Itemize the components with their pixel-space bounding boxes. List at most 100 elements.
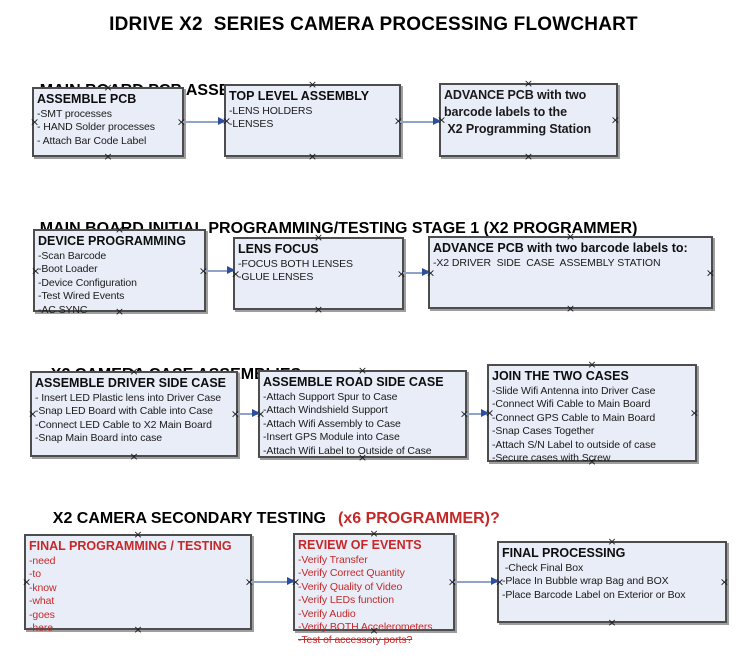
box-line: -Device Configuration: [38, 276, 137, 289]
box-line: -Attach Windshield Support: [263, 404, 388, 417]
box-line: -Verify Correct Quantity: [298, 567, 405, 580]
connection-handle-bottom-icon: ×: [307, 150, 318, 163]
box-line: -Secure cases with Screw: [492, 452, 611, 465]
box-line: -know: [29, 581, 57, 594]
box-lines: - Insert LED Plastic lens into Driver Ca…: [35, 392, 234, 446]
box-line: -here: [29, 622, 54, 635]
box-line: -Check Final Box: [502, 562, 584, 574]
arrowhead-icon: [433, 117, 441, 126]
section-heading-secondary-testing: X2 CAMERA SECONDARY TESTING (x6 PROGRAMME…: [35, 489, 500, 549]
box-line: -need: [29, 555, 56, 567]
box-title: TOP LEVEL ASSEMBLY: [229, 89, 370, 103]
box-lines: -LENS HOLDERS-LENSES: [229, 105, 397, 132]
flow-arrow: [466, 409, 489, 418]
box-line: -Test of accessory ports?: [298, 634, 413, 647]
box-line: -Attach Support Spur to Case: [263, 391, 398, 403]
box-line: -Insert GPS Module into Case: [263, 431, 400, 444]
box-title: FINAL PROGRAMMING / TESTING: [29, 539, 232, 553]
box-line: barcode labels to the: [444, 105, 567, 119]
connection-handle-bottom-icon: ×: [565, 302, 576, 315]
box-line: ADVANCE PCB with two: [444, 88, 587, 102]
box-line: -Attach S/N Label to outside of case: [492, 438, 656, 451]
box-lines: -Attach Support Spur to Case-Attach Wind…: [263, 391, 463, 458]
flow-arrow: [183, 117, 226, 126]
flow-box-device-programming: DEVICE PROGRAMMING -Scan Barcode-Boot Lo…: [31, 224, 208, 317]
box-line: -Connect LED Cable to X2 Main Board: [35, 418, 212, 431]
box-line: -Verify BOTH Accelerometers: [298, 621, 433, 634]
box-title: JOIN THE TWO CASES: [492, 369, 629, 383]
box-title: ASSEMBLE PCB: [37, 92, 137, 106]
flow-box-final-programming-testing: FINAL PROGRAMMING / TESTING -need-to-kno…: [22, 529, 254, 635]
box-lines: -SMT processes- HAND Solder processes- A…: [37, 108, 180, 148]
box-line: -Snap Cases Together: [492, 425, 595, 438]
flow-box-assemble-driver-side-case: ASSEMBLE DRIVER SIDE CASE - Insert LED P…: [28, 366, 240, 462]
box-line: -FOCUS BOTH LENSES: [238, 258, 353, 270]
box-line: -SMT processes: [37, 108, 112, 120]
box-line: -Verify Transfer: [298, 554, 368, 566]
box-line: -LENSES: [229, 118, 274, 131]
flow-arrow: [403, 268, 430, 277]
box-line: X2 Programming Station: [444, 122, 592, 136]
section-heading-red-text: (x6 PROGRAMMER)?: [338, 510, 500, 527]
connection-handle-bottom-icon: ×: [523, 150, 534, 163]
box-line: -Slide Wifi Antenna into Driver Case: [492, 385, 656, 397]
box-lines: -X2 DRIVER SIDE CASE ASSEMBLY STATION: [433, 257, 709, 270]
box-line: - Insert LED Plastic lens into Driver Ca…: [35, 392, 222, 404]
arrowhead-icon: [218, 117, 226, 126]
box-line: -Connect GPS Cable to Main Board: [492, 411, 656, 424]
box-line: -Test Wired Events: [38, 290, 125, 303]
box-title: ASSEMBLE DRIVER SIDE CASE: [35, 376, 227, 390]
box-lines: ADVANCE PCB with two barcode labels to th…: [444, 87, 614, 138]
box-line: - Attach Bar Code Label: [37, 134, 147, 147]
box-line: -LENS HOLDERS: [229, 105, 313, 117]
box-title: FINAL PROCESSING: [502, 546, 626, 560]
flow-arrow: [454, 577, 499, 586]
connection-handle-bottom-icon: ×: [607, 616, 617, 629]
box-lines: -FOCUS BOTH LENSES-GLUE LENSES: [238, 258, 400, 285]
section-heading-text: X2 CAMERA SECONDARY TESTING: [52, 510, 326, 527]
box-line: -to: [29, 568, 41, 581]
box-lines: -Check Final Box-Place In Bubble wrap Ba…: [502, 562, 723, 602]
box-line: -Verify Quality of Video: [298, 580, 403, 593]
box-lines: -Slide Wifi Antenna into Driver Case-Con…: [492, 385, 693, 465]
flow-box-assemble-pcb: ASSEMBLE PCB -SMT processes- HAND Solder…: [30, 82, 186, 162]
flow-box-lens-focus: LENS FOCUS -FOCUS BOTH LENSES-GLUE LENSE…: [231, 232, 406, 315]
box-line: -X2 DRIVER SIDE CASE ASSEMBLY STATION: [433, 257, 661, 269]
arrowhead-icon: [227, 266, 235, 275]
flow-box-review-of-events: REVIEW OF EVENTS -Verify Transfer-Verify…: [291, 528, 457, 646]
box-line: -Boot Loader: [38, 263, 98, 276]
connection-handle-bottom-icon: ×: [129, 450, 139, 463]
box-line: -Attach Wifi Assembly to Case: [263, 417, 401, 430]
flow-box-advance-to-programming-station: ADVANCE PCB with two barcode labels to th…: [437, 78, 620, 162]
box-line: -Verify Audio: [298, 607, 356, 620]
box-title: DEVICE PROGRAMMING: [38, 234, 186, 248]
arrowhead-icon: [491, 577, 499, 586]
box-title: LENS FOCUS: [238, 242, 319, 256]
connection-handle-bottom-icon: ×: [313, 303, 324, 316]
flow-box-top-level-assembly: TOP LEVEL ASSEMBLY -LENS HOLDERS-LENSES …: [222, 79, 403, 162]
box-title: ADVANCE PCB with two barcode labels to:: [433, 241, 688, 255]
arrowhead-icon: [287, 577, 295, 586]
box-line: -what: [29, 595, 55, 608]
arrowhead-icon: [481, 409, 489, 418]
box-line: -Scan Barcode: [38, 250, 107, 262]
flow-arrow: [400, 117, 441, 126]
connection-handle-bottom-icon: ×: [103, 150, 113, 163]
flow-box-final-processing: FINAL PROCESSING -Check Final Box-Place …: [495, 536, 729, 628]
flow-arrow: [205, 266, 235, 275]
box-lines: -Verify Transfer-Verify Correct Quantity…: [298, 554, 451, 648]
box-line: -Snap Main Board into case: [35, 432, 162, 445]
box-line: -AC SYNC: [38, 303, 88, 316]
arrowhead-icon: [422, 268, 430, 277]
box-lines: -Scan Barcode-Boot Loader-Device Configu…: [38, 250, 202, 317]
box-line: -Attach Wifi Label to Outside of Case: [263, 444, 432, 457]
arrowhead-icon: [252, 409, 260, 418]
page-title: IDRIVE X2 SERIES CAMERA PROCESSING FLOWC…: [109, 14, 638, 35]
box-title: ASSEMBLE ROAD SIDE CASE: [263, 375, 444, 389]
flow-arrow: [251, 577, 295, 586]
box-line: -goes: [29, 608, 55, 621]
box-line: -Connect Wifi Cable to Main Board: [492, 398, 651, 411]
box-title: REVIEW OF EVENTS: [298, 538, 422, 552]
box-line: -Snap LED Board with Cable into Case: [35, 405, 213, 418]
